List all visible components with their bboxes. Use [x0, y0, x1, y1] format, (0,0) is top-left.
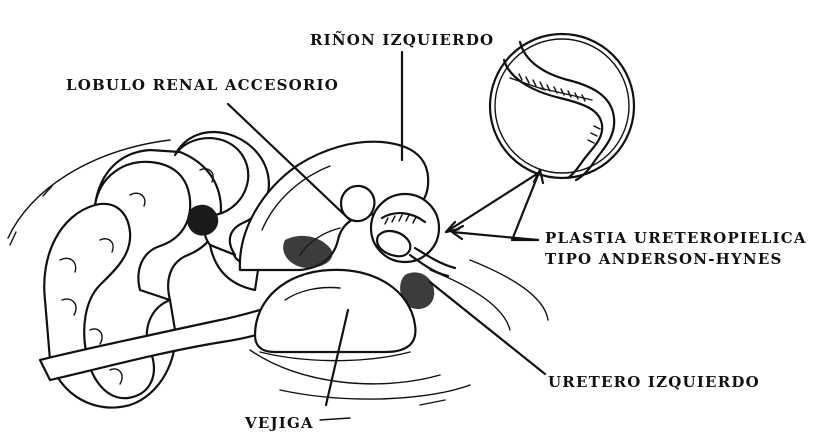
label-lobulo-renal-accesorio: LOBULO RENAL ACCESORIO: [66, 76, 339, 94]
body-outline-dash-3: [320, 418, 350, 420]
label-rinon-izquierdo: RIÑON IZQUIERDO: [310, 31, 494, 49]
leader-uretero: [430, 282, 545, 374]
body-outline-bottom: [280, 385, 470, 399]
label-vejiga: VEJIGA: [245, 414, 314, 432]
label-uretero-izquierdo: URETERO IZQUIERDO: [548, 373, 760, 391]
bladder: [255, 270, 415, 361]
label-plastia-line-2: TIPO ANDERSON-HYNES: [545, 250, 783, 268]
body-outline-dash-4: [420, 400, 445, 405]
leader-plastia-to-site: [452, 232, 538, 240]
arrow-magnified-to-site: [446, 172, 540, 232]
body-outline-dash-1: [10, 232, 16, 245]
label-plastia-line-1: PLASTIA URETEROPIELICA: [545, 229, 807, 247]
anastomosis-site: [371, 194, 455, 276]
body-outline-lower-right: [250, 350, 440, 384]
body-outline-right-2: [430, 270, 510, 330]
body-outline-right: [470, 260, 548, 320]
magnified-detail: [490, 34, 634, 180]
